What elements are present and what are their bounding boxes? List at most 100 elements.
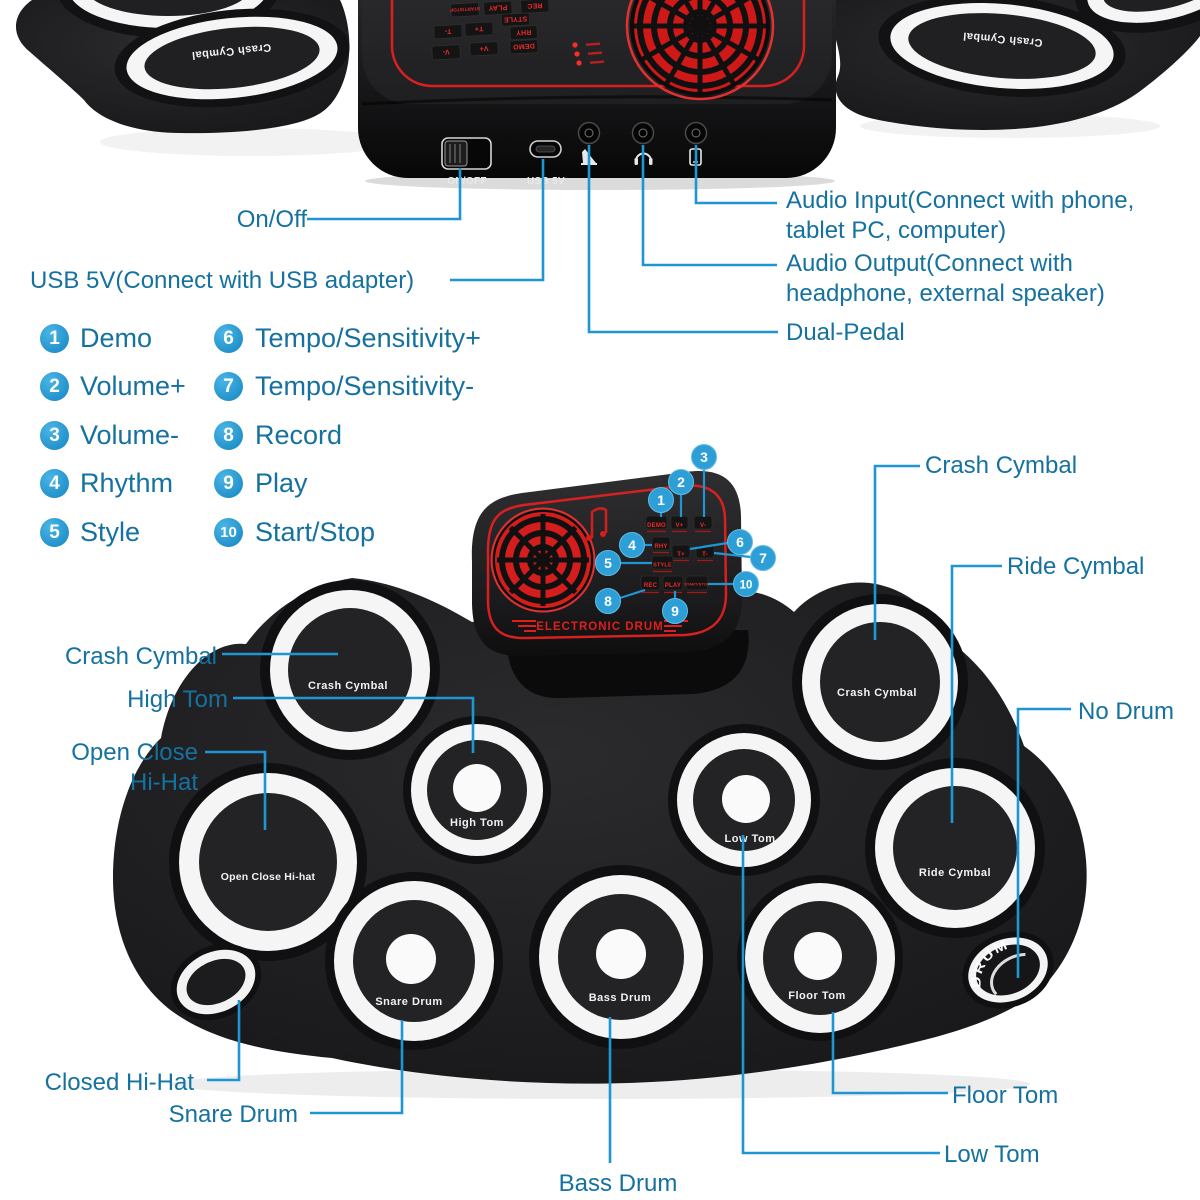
callout-text: Dual-Pedal (786, 319, 905, 346)
power-switch (441, 137, 492, 170)
top-left-mat: Crash Cymbal (15, 0, 350, 134)
high-tom-line (233, 696, 475, 753)
svg-text:PLAY: PLAY (488, 3, 507, 11)
pad-label: Crash Cymbal (837, 687, 917, 699)
volume-down-button: V- (693, 515, 713, 533)
callout-usb: USB 5V(Connect with USB adapter) (30, 266, 414, 296)
pad-crash-right: Crash Cymbal (792, 594, 968, 770)
pad-crash-left: Crash Cymbal (260, 580, 440, 760)
badge-7: 7 (750, 545, 776, 571)
tempo-up-button: T+ (464, 21, 494, 37)
bottom-photo: DEMO V+ V- RHY (113, 471, 1087, 1099)
rhythm-button: RHY (509, 25, 538, 41)
svg-text:T-: T- (702, 552, 708, 558)
panel-red-outline (390, 0, 806, 88)
svg-text:PLAY: PLAY (665, 583, 681, 589)
legend-label-record: Record (255, 420, 343, 450)
pad-label: Crash Cymbal (308, 680, 388, 692)
legend-label-demo: Demo (80, 323, 153, 353)
pod-red-outline (486, 484, 728, 640)
callout-snare: Snare Drum (140, 1100, 298, 1130)
audio-in-jack (684, 121, 708, 145)
legend-label-volume-up: Volume+ (80, 371, 186, 401)
callout-text: High Tom (127, 686, 228, 713)
callout-crash-left: Crash Cymbal (60, 642, 217, 672)
callout-on-off: On/Off (150, 205, 307, 235)
volume-down-button: V- (431, 44, 461, 61)
drum-logo-badge (962, 931, 1054, 1009)
pad-label: Ride Cymbal (919, 867, 991, 879)
volume-up-button: V+ (670, 515, 689, 533)
callout-text: No Drum (1078, 698, 1175, 725)
callout-text: Bass Drum (558, 1170, 678, 1197)
tempo-up-button: T+ (671, 544, 691, 562)
svg-text:REC: REC (527, 1, 543, 9)
rhythm-button: RHY (651, 536, 671, 554)
top-photo: Crash Cymbal Crash Cymbal (15, 0, 1200, 190)
svg-text:REC: REC (644, 583, 658, 589)
svg-text:RHY: RHY (516, 28, 532, 36)
module-seam (361, 95, 833, 106)
dual-pedal-line (587, 145, 778, 334)
pad-label: Snare Drum (375, 996, 442, 1008)
usb-port-label: USB 5V (527, 176, 565, 187)
legend-label-tempo-down: Tempo/Sensitivity- (255, 371, 475, 401)
legend-label-style: Style (80, 517, 141, 547)
usb-line (450, 159, 545, 282)
callout-lines (205, 145, 1071, 1163)
crash-right-line (873, 464, 920, 640)
svg-text:STYLE: STYLE (653, 563, 672, 569)
svg-text:10: 10 (740, 580, 753, 592)
pod-button-panel: DEMO V+ V- RHY (640, 515, 715, 594)
svg-text:T+: T+ (677, 552, 685, 558)
brand-text: ELECTRONIC DRUM (536, 621, 663, 633)
closed-hihat-line (207, 1000, 241, 1082)
record-button: REC (520, 0, 550, 14)
callout-closed-hihat: Closed Hi-Hat (35, 1068, 194, 1098)
play-button: PLAY (662, 575, 684, 594)
svg-text:2: 2 (677, 474, 685, 490)
badge-4: 4 (619, 532, 645, 558)
legend-num-6: 6 (214, 324, 243, 353)
shadow (170, 1069, 1030, 1099)
on-off-port-label: ON/OFF (447, 176, 487, 187)
legend-num-3: 3 (40, 421, 69, 450)
legend-num-4: 4 (40, 469, 69, 498)
svg-text:RHY: RHY (654, 544, 667, 550)
start-stop-button: START/STOP (684, 575, 710, 594)
control-module: START/STOP PLAY REC STYLE T- (358, 0, 836, 187)
speaker-grille-bottom (490, 507, 596, 613)
svg-text:START/STOP: START/STOP (450, 6, 480, 13)
svg-text:STYLE: STYLE (503, 15, 527, 23)
led-indicators (572, 42, 605, 66)
svg-text:V+: V+ (479, 44, 489, 51)
style-button: STYLE (500, 12, 531, 27)
pad-crash-top-left: Crash Cymbal (114, 8, 350, 108)
pad-label: Floor Tom (788, 990, 845, 1002)
pad-label: Low Tom (725, 833, 776, 845)
legend-label-rhythm: Rhythm (80, 468, 174, 498)
top-button-panel: START/STOP PLAY REC STYLE T- (431, 0, 550, 61)
pad-crash-top-right: Crash Cymbal (878, 0, 1126, 97)
callout-text: USB 5V(Connect with USB adapter) (30, 267, 415, 294)
style-button: STYLE (651, 555, 674, 573)
callout-text: tablet PC, computer) (786, 217, 1007, 244)
callout-ride: Ride Cymbal (1007, 552, 1144, 582)
callout-low-tom: Low Tom (944, 1140, 1040, 1170)
svg-text:7: 7 (759, 550, 767, 566)
speaker-grille-top (625, 0, 775, 101)
callout-floor-tom: Floor Tom (952, 1081, 1058, 1111)
pad-bass: Bass Drum (529, 865, 713, 1049)
svg-text:T-: T- (444, 27, 451, 34)
svg-text:1: 1 (657, 492, 665, 508)
badge-1: 1 (648, 487, 674, 513)
svg-text:4: 4 (628, 537, 636, 553)
on-off-line (307, 168, 462, 221)
callout-audio-output: Audio Output(Connect with headphone, ext… (786, 249, 1105, 309)
control-pod: DEMO V+ V- RHY (471, 471, 742, 657)
svg-text:V+: V+ (676, 523, 684, 529)
legend-num-8: 8 (214, 421, 243, 450)
callout-dual-pedal: Dual-Pedal (786, 318, 905, 348)
legend-num-2: 2 (40, 372, 69, 401)
